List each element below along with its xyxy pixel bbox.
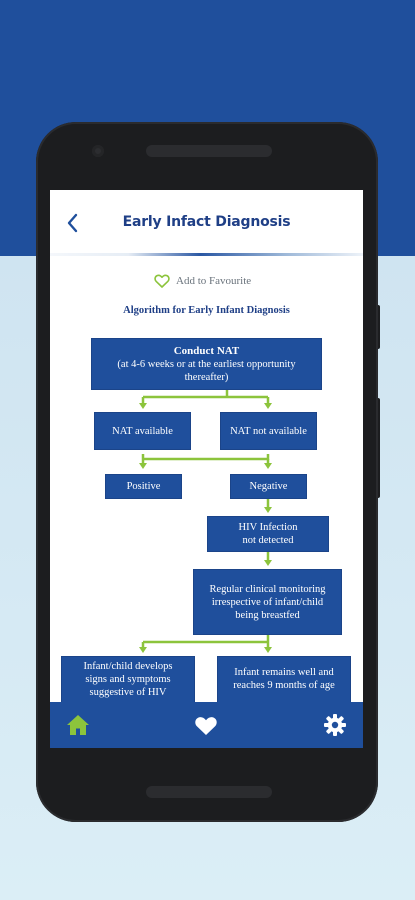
earpiece-speaker	[146, 145, 272, 157]
clinical-monitoring-line-1: Regular clinical monitoring	[209, 583, 326, 595]
add-to-favourite-button[interactable]: Add to Favourite	[154, 272, 251, 290]
bottom-speaker	[146, 786, 272, 798]
negative-box: Negative	[230, 474, 307, 499]
conduct-nat-detail-2: thereafter)	[184, 371, 229, 383]
header-divider	[50, 253, 363, 256]
hiv-not-detected-box: HIV Infection not detected	[207, 516, 329, 552]
conduct-nat-box: Conduct NAT (at 4-6 weeks or at the earl…	[91, 338, 322, 390]
clinical-monitoring-box: Regular clinical monitoring irrespective…	[193, 569, 342, 635]
phone-side-button-upper	[376, 305, 380, 349]
conduct-nat-detail-1: (at 4-6 weeks or at the earliest opportu…	[117, 358, 296, 370]
section-title: Algorithm for Early Infant Diagnosis	[123, 305, 290, 316]
develops-symptoms-line-2: signs and symptoms	[85, 674, 171, 685]
conduct-nat-title: Conduct NAT	[173, 344, 240, 357]
positive-box: Positive	[105, 474, 182, 499]
phone-screen: Early Infact Diagnosis Add to Favourite …	[50, 190, 363, 748]
develops-symptoms-line-3: suggestive of HIV	[89, 687, 167, 698]
negative-label: Negative	[249, 481, 288, 492]
heart-icon	[195, 716, 217, 735]
remains-well-line-2: reaches 9 months of age	[233, 680, 335, 691]
bottom-navigation	[50, 702, 363, 748]
clinical-monitoring-line-2: irrespective of infant/child	[211, 596, 324, 608]
remains-well-box: Infant remains well and reaches 9 months…	[217, 656, 351, 710]
front-camera	[92, 145, 104, 157]
back-button[interactable]	[62, 210, 86, 236]
phone-side-button-lower	[376, 398, 380, 498]
nav-home[interactable]	[64, 711, 92, 739]
nat-not-available-label: NAT not available	[230, 425, 307, 437]
favourite-label: Add to Favourite	[176, 275, 252, 287]
nat-available-label: NAT available	[112, 425, 173, 437]
develops-symptoms-line-1: Infant/child develops	[83, 661, 173, 672]
positive-label: Positive	[126, 481, 161, 492]
heart-outline-icon	[154, 274, 170, 288]
nav-favourites[interactable]	[192, 711, 220, 739]
chevron-left-icon	[67, 213, 78, 233]
nat-not-available-box: NAT not available	[220, 412, 317, 450]
nat-available-box: NAT available	[94, 412, 191, 450]
gear-icon	[324, 714, 346, 736]
page-title: Early Infact Diagnosis	[122, 214, 291, 230]
clinical-monitoring-line-3: being breastfed	[235, 609, 300, 621]
flowchart: Conduct NAT (at 4-6 weeks or at the earl…	[50, 190, 363, 748]
develops-symptoms-box: Infant/child develops signs and symptoms…	[61, 656, 195, 710]
flowchart-connectors	[139, 380, 272, 653]
remains-well-line-1: Infant remains well and	[234, 667, 334, 678]
nav-settings[interactable]	[321, 711, 349, 739]
app-header: Early Infact Diagnosis	[50, 190, 363, 254]
hiv-not-detected-line-2: not detected	[242, 535, 294, 546]
hiv-not-detected-line-1: HIV Infection	[238, 522, 298, 533]
home-icon	[67, 715, 89, 735]
